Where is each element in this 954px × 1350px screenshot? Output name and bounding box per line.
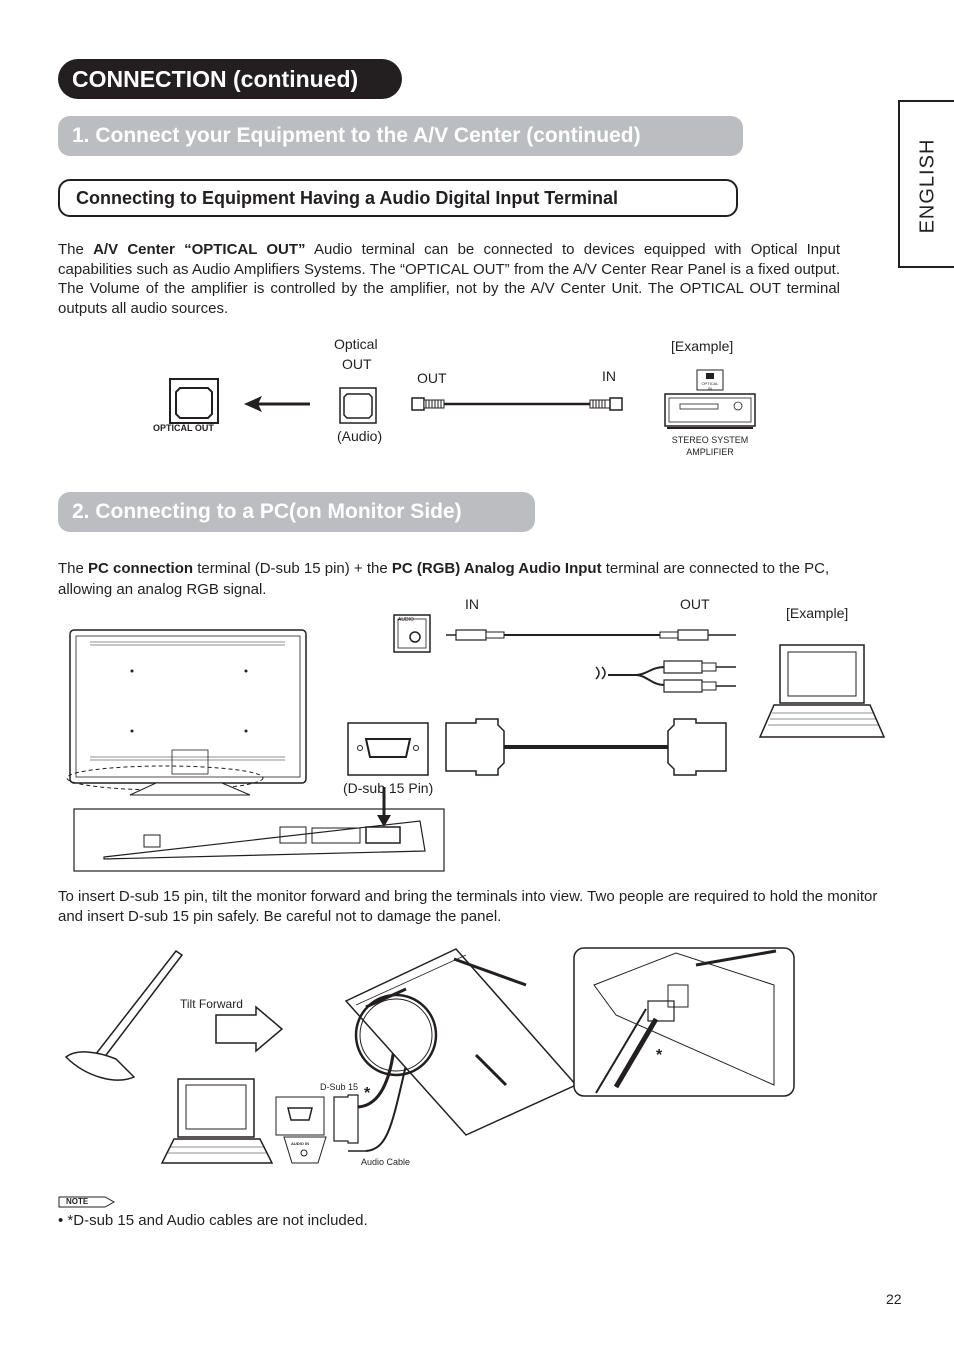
asterisk-left: *	[364, 1085, 371, 1102]
section2-paragraph: The PC connection terminal (D-sub 15 pin…	[58, 560, 830, 598]
section1-title: 1. Connect your Equipment to the A/V Cen…	[58, 116, 743, 156]
pc-out-label: OUT	[680, 596, 710, 612]
optical-label-line2: OUT	[342, 356, 372, 372]
tilt-forward-label: Tilt Forward	[180, 997, 243, 1011]
pc-in-label: IN	[465, 596, 479, 612]
optical-out-cable-label: OUT	[417, 370, 447, 386]
amp-caption: STEREO SYSTEM AMPLIFIER	[671, 435, 749, 457]
language-tab-label: ENGLISH	[916, 138, 939, 234]
amp-badge: OPTICAL IN	[701, 381, 719, 391]
audio-jack-label: AUDIO	[398, 617, 414, 623]
optical-label-line1: Optical	[334, 336, 378, 352]
optical-in-cable-label: IN	[602, 368, 616, 384]
tilt-dsub-label: D-Sub 15	[320, 1082, 359, 1092]
page-number: 22	[886, 1291, 902, 1307]
audio-in-label: AUDIO IN	[291, 1141, 309, 1146]
pc-connection-graphic	[66, 614, 886, 872]
optical-out-caption: OPTICAL OUT	[153, 423, 214, 433]
audio-cable-label: Audio Cable	[361, 1157, 411, 1167]
note-badge-label: NOTE	[66, 1197, 89, 1206]
note-badge-shape	[58, 1196, 116, 1208]
dsub-port-label: (D-sub 15 Pin)	[343, 780, 434, 796]
language-tab[interactable]: ENGLISH	[898, 100, 954, 268]
optical-diagram-graphic	[169, 369, 756, 429]
section1-paragraph: The A/V Center “OPTICAL OUT” Audio termi…	[58, 241, 841, 317]
note-badge: NOTE	[58, 1196, 116, 1208]
pc-connection-diagram: IN OUT [Example] AUDIO (D-sub 15 Pin)	[60, 595, 890, 875]
section2-title: 2. Connecting to a PC(on Monitor Side)	[58, 492, 535, 532]
insert-instructions: To insert D-sub 15 pin, tilt the monitor…	[58, 888, 878, 925]
tilt-diagram-graphic	[64, 947, 795, 1164]
asterisk-right: *	[656, 1047, 663, 1064]
pc-example-label: [Example]	[786, 605, 849, 621]
connection-title: CONNECTION (continued)	[58, 59, 402, 99]
audio-label: (Audio)	[337, 428, 383, 444]
optical-diagram: OPTICAL OUT Optical OUT (Audio) OUT IN […	[140, 330, 780, 470]
example-label: [Example]	[671, 338, 734, 354]
subsection-title: Connecting to Equipment Having a Audio D…	[58, 179, 738, 217]
note-text: • *D-sub 15 and Audio cables are not inc…	[58, 1212, 368, 1229]
tilt-diagram: Tilt Forward D-Sub 15 Audio Cable AUDIO …	[56, 945, 801, 1170]
